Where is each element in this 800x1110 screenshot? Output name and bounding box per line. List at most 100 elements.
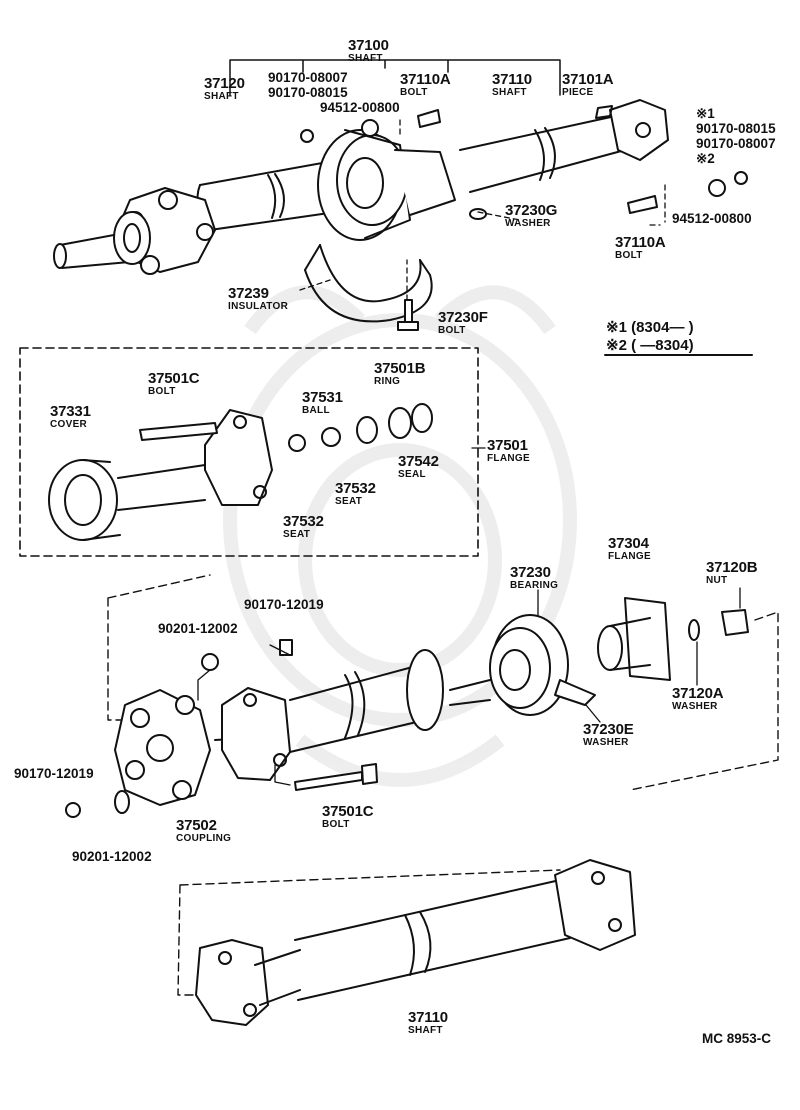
label-90170-12019-left: 90170-12019 — [14, 766, 94, 781]
dashed-leader-mid-left — [107, 574, 211, 721]
label-90170-08007-right: 90170-08007 — [696, 136, 776, 151]
part-number: 37110 — [492, 71, 532, 88]
dashed-leader-bottom — [177, 869, 561, 996]
insulator-37239 — [304, 244, 433, 323]
part-number: 37502 — [176, 817, 217, 834]
part-name: RING — [374, 376, 401, 387]
part-number: 37230G — [505, 202, 558, 219]
mid-shaft-section — [214, 649, 444, 781]
part-number: 37110 — [408, 1009, 448, 1026]
part-name: BOLT — [148, 386, 176, 397]
label-90170-12019-mid: 90170-12019 — [244, 597, 324, 612]
small-hardware-top — [300, 109, 748, 331]
leaders-mid — [197, 587, 741, 786]
legend-line-1: ※1 (8304— ) — [606, 319, 694, 336]
part-number: 37501 — [487, 437, 528, 454]
part-name: SHAFT — [492, 87, 527, 98]
part-number: 37501C — [148, 370, 200, 387]
part-name: SHAFT — [204, 91, 239, 102]
label-90201-12002-bottom: 90201-12002 — [72, 849, 152, 864]
part-number: 37110A — [615, 234, 666, 251]
part-name: WASHER — [505, 218, 551, 229]
label-mark1: ※1 — [696, 106, 715, 121]
part-name: INSULATOR — [228, 301, 289, 312]
dashed-leader-mid-right — [629, 611, 779, 791]
part-name: WASHER — [583, 737, 629, 748]
center-bearing-assembly-top — [317, 129, 456, 241]
part-number: 37120B — [706, 559, 758, 576]
rear-shaft-37110-bottom — [195, 859, 636, 1026]
flange-kit-box-37501 — [19, 347, 479, 557]
leader-37100 — [229, 59, 561, 96]
part-number: 37230E — [583, 721, 634, 738]
part-number: 37230 — [510, 564, 551, 581]
part-number: 37110A — [400, 71, 451, 88]
center-bearing-37230 — [449, 614, 596, 716]
part-number: 37239 — [228, 285, 269, 302]
part-name: WASHER — [672, 701, 718, 712]
part-number: 37230F — [438, 309, 488, 326]
part-number: 37100 — [348, 37, 389, 54]
part-number: 37531 — [302, 389, 343, 406]
label-90201-12002-mid: 90201-12002 — [158, 621, 238, 636]
part-name: SHAFT — [348, 53, 383, 64]
label-90170-08007-top: 90170-08007 — [268, 70, 348, 85]
flex-coupling-top — [113, 187, 216, 275]
flange-37501-drawing — [48, 403, 433, 541]
part-name: SEAT — [283, 529, 311, 540]
footer-code: MC 8953-C — [702, 1031, 772, 1046]
flange-37304 — [597, 597, 749, 681]
small-hardware-mid — [65, 639, 378, 818]
label-mark2: ※2 — [696, 151, 715, 166]
part-number: 37532 — [283, 513, 324, 530]
part-number: 37120A — [672, 685, 724, 702]
part-name: BALL — [302, 405, 330, 416]
part-number: 37501B — [374, 360, 426, 377]
part-name: FLANGE — [487, 453, 530, 464]
label-94512-00800-right: 94512-00800 — [672, 211, 752, 226]
part-name: BOLT — [322, 819, 350, 830]
label-90170-08015-right: 90170-08015 — [696, 121, 776, 136]
part-number: 37532 — [335, 480, 376, 497]
part-number: 37101A — [562, 71, 614, 88]
part-number: 37120 — [204, 75, 245, 92]
part-name: BOLT — [400, 87, 428, 98]
part-name: SEAL — [398, 469, 426, 480]
part-number: 37304 — [608, 535, 649, 552]
part-name: NUT — [706, 575, 728, 586]
part-name: BOLT — [615, 250, 643, 261]
part-name: PIECE — [562, 87, 594, 98]
part-name: SEAT — [335, 496, 363, 507]
label-94512-00800-top: 94512-00800 — [320, 100, 400, 115]
part-name: COUPLING — [176, 833, 232, 844]
part-name: FLANGE — [608, 551, 651, 562]
part-name: COVER — [50, 419, 88, 430]
part-number: 37331 — [50, 403, 91, 420]
legend-line-2: ※2 ( —8304) — [606, 337, 694, 354]
